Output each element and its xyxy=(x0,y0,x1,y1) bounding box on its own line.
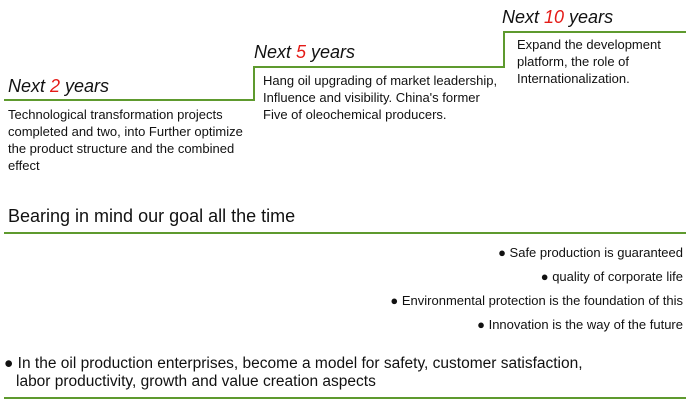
bottom-divider xyxy=(4,397,686,399)
step-riser-1 xyxy=(253,66,255,101)
step-line-1 xyxy=(4,99,255,101)
step-text-10-years: Expand the development platform, the rol… xyxy=(517,37,661,86)
step-line-3 xyxy=(503,31,686,33)
step-text-5-years: Hang oil upgrading of market leadership,… xyxy=(263,73,498,122)
final-statement-line-1: ● In the oil production enterprises, bec… xyxy=(4,355,583,372)
goal-bullet: ● Safe production is guaranteed xyxy=(498,245,683,260)
final-statement: ● In the oil production enterprises, bec… xyxy=(4,355,583,391)
step-heading-10-years: Next 10 years xyxy=(502,7,614,27)
goal-bullet: ● quality of corporate life xyxy=(540,269,683,284)
step-heading-5-years: Next 5 years xyxy=(254,42,356,62)
goal-heading: Bearing in mind our goal all the time xyxy=(8,206,296,226)
step-text-2-years: Technological transformation projects co… xyxy=(8,107,243,173)
step-heading-2-years: Next 2 years xyxy=(8,76,110,96)
goal-bullet: ● Environmental protection is the founda… xyxy=(390,293,683,308)
goal-divider xyxy=(4,232,686,234)
step-line-2 xyxy=(253,66,505,68)
final-statement-line-2: labor productivity, growth and value cre… xyxy=(16,373,376,390)
step-riser-2 xyxy=(503,31,505,68)
goal-bullet: ● Innovation is the way of the future xyxy=(477,317,683,332)
